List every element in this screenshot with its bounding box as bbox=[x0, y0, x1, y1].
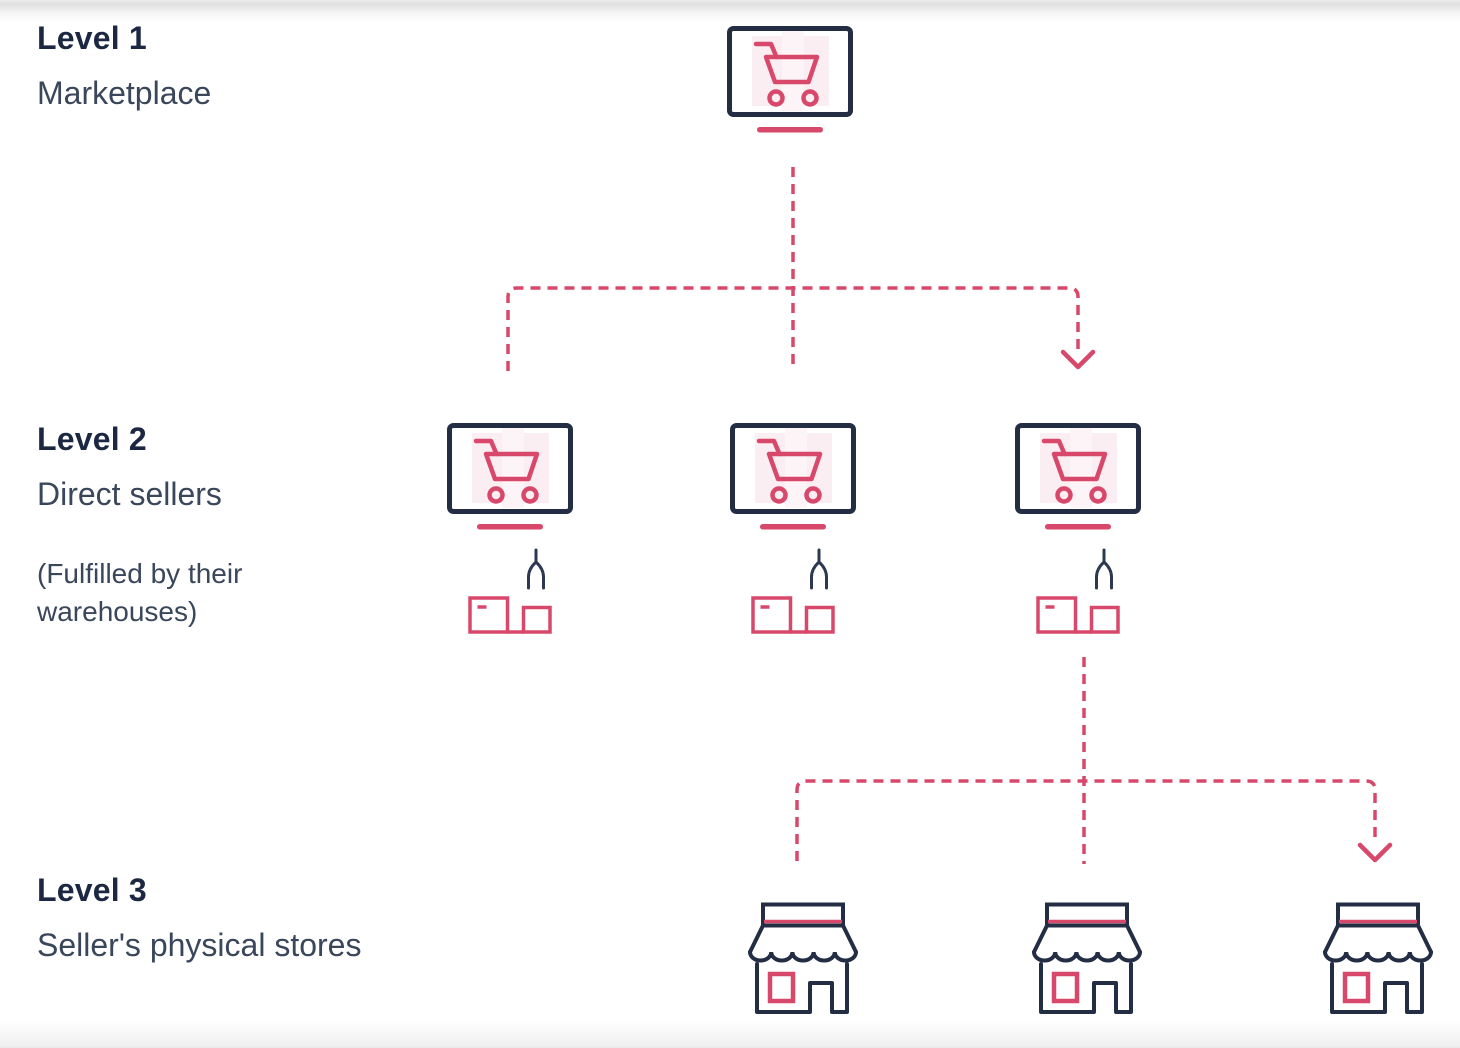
store-node-2 bbox=[1027, 902, 1147, 1020]
direct-seller-node-1 bbox=[447, 423, 573, 531]
warehouse-boxes-icon bbox=[468, 596, 552, 634]
monitor-cart-icon bbox=[730, 423, 856, 531]
level-2-title: Level 2 bbox=[37, 421, 147, 457]
warehouse-claw-icon bbox=[801, 548, 837, 594]
store-node-1 bbox=[743, 902, 863, 1020]
monitor-cart-icon bbox=[727, 26, 853, 134]
storefront-icon bbox=[1027, 902, 1147, 1020]
level-1-title: Level 1 bbox=[37, 20, 147, 56]
level-1-label: Level 1 Marketplace bbox=[37, 20, 211, 112]
marketplace-node bbox=[727, 26, 853, 134]
level-3-title: Level 3 bbox=[37, 872, 147, 908]
arrowhead-icon bbox=[1357, 842, 1393, 863]
level-2-note: (Fulfilled by their warehouses) bbox=[37, 558, 243, 627]
level-3-subtitle: Seller's physical stores bbox=[37, 926, 362, 963]
connector-level2-to-level3 bbox=[795, 657, 1393, 864]
level-2-subtitle: Direct sellers bbox=[37, 475, 222, 512]
page-bottom-shadow bbox=[0, 1020, 1460, 1048]
warehouse-boxes-icon bbox=[1036, 596, 1120, 634]
warehouse-boxes-icon bbox=[751, 596, 835, 634]
monitor-cart-icon bbox=[1015, 423, 1141, 531]
store-node-3 bbox=[1318, 902, 1438, 1020]
direct-seller-node-3 bbox=[1015, 423, 1141, 531]
connector-level1-to-level2 bbox=[506, 167, 1096, 371]
arrowhead-icon bbox=[1060, 349, 1096, 370]
storefront-icon bbox=[743, 902, 863, 1020]
page-top-shadow bbox=[0, 0, 1460, 22]
level-2-label: Level 2 Direct sellers (Fulfilled by the… bbox=[37, 421, 287, 630]
warehouse-claw-icon bbox=[1086, 548, 1122, 594]
storefront-icon bbox=[1318, 902, 1438, 1020]
monitor-cart-icon bbox=[447, 423, 573, 531]
level-3-label: Level 3 Seller's physical stores bbox=[37, 872, 361, 964]
direct-seller-node-2 bbox=[730, 423, 856, 531]
level-1-subtitle: Marketplace bbox=[37, 74, 212, 111]
warehouse-claw-icon bbox=[518, 548, 554, 594]
